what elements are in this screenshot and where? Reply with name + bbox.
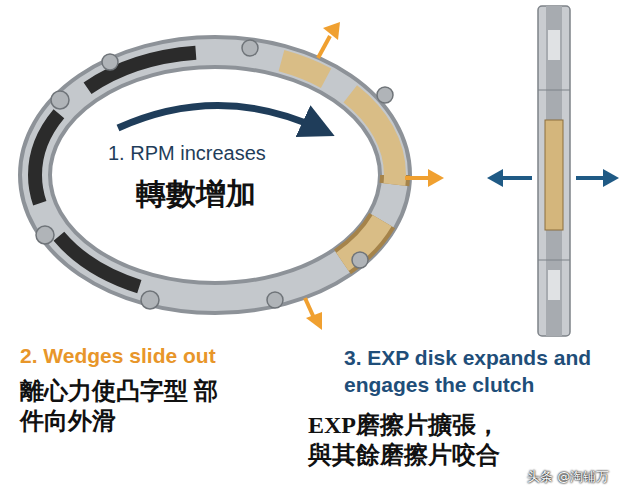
outward-arrows: [305, 22, 444, 330]
mounting-lugs: [36, 40, 393, 309]
ring-face: [35, 52, 395, 298]
step-caption: 1. RPM increases: [108, 142, 338, 165]
ring-body: [35, 52, 395, 298]
step-caption-zh: 轉數增加: [136, 174, 336, 215]
friction-pads: [35, 52, 395, 298]
step-caption: 3. EXP disk expands and engages the clut…: [344, 344, 620, 399]
step-caption-zh: 離心力使凸字型 部件向外滑: [20, 376, 220, 436]
wedges: [35, 52, 395, 298]
wedges-shadow: [35, 52, 395, 298]
wedges: [35, 52, 395, 298]
step-caption-zh: EXP磨擦片擴張， 與其餘磨擦片咬合: [308, 410, 523, 470]
step-caption: 2. Wedges slide out: [20, 344, 310, 368]
watermark: 头条 @淘铺万: [527, 468, 619, 486]
side-view: [538, 6, 570, 336]
expand-arrows: [487, 169, 619, 187]
rotation-arrow: [118, 105, 322, 130]
